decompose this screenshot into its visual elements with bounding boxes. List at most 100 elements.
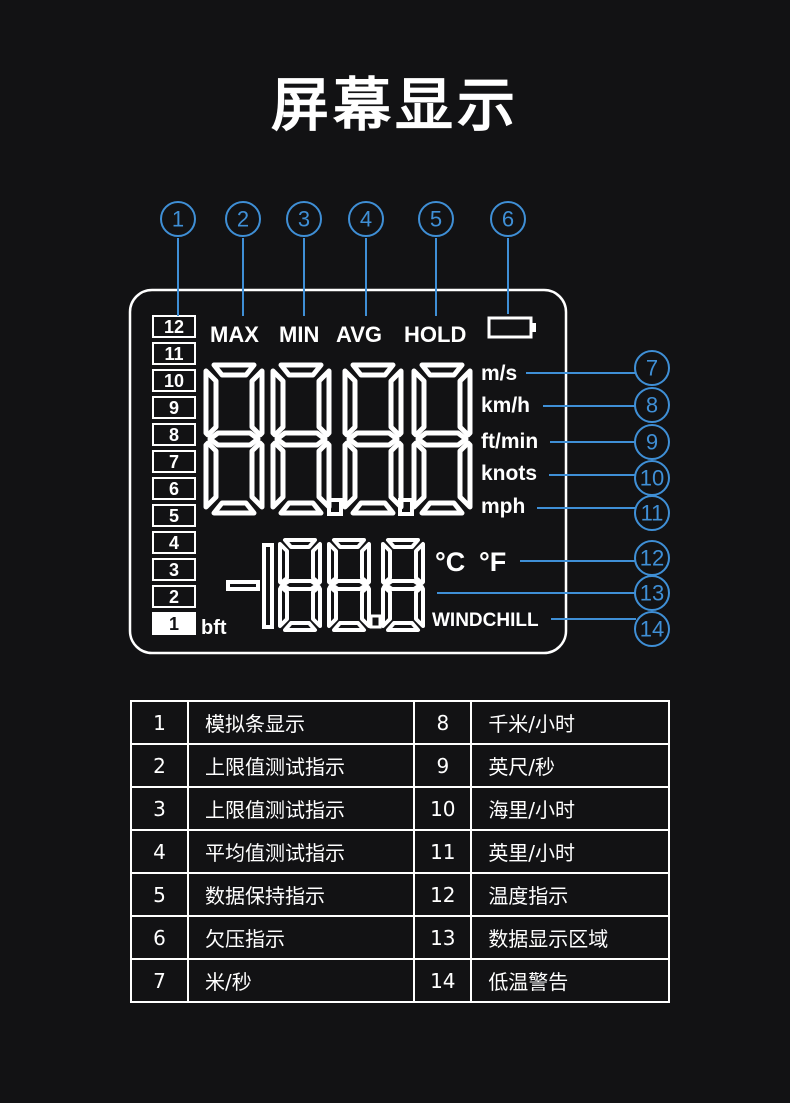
bar-level-box: [152, 450, 196, 473]
bar-level-box: [152, 315, 196, 338]
unit-fahrenheit: °F: [479, 547, 506, 577]
temperature-digits: [226, 538, 425, 632]
legend-description: 数据显示区域: [470, 915, 670, 960]
unit-celsius: °C: [435, 547, 465, 577]
legend-number: 2: [130, 743, 189, 788]
bar-level-box: [152, 585, 196, 608]
unit-knots: knots: [481, 462, 537, 485]
callout-number: 5: [430, 207, 442, 232]
bar-level-box: [152, 504, 196, 527]
legend-description: 千米/小时: [470, 700, 670, 745]
indicator-hold: HOLD: [404, 322, 466, 347]
bar-level-label: 11: [164, 344, 183, 364]
unit-ftmin: ft/min: [481, 430, 538, 453]
callout-number: 7: [646, 356, 658, 381]
callout-circle: [634, 387, 670, 423]
legend-number: 1: [130, 700, 189, 745]
page-title: 屏幕显示: [270, 71, 519, 139]
callout-circle: [418, 201, 454, 237]
bar-level-box: [152, 531, 196, 554]
legend-description: 英里/小时: [470, 829, 670, 874]
bar-unit: bft: [201, 617, 227, 639]
legend-number: 8: [413, 700, 473, 745]
bar-level-box: [152, 342, 196, 365]
lcd-frame: [128, 288, 568, 655]
main-digits: [206, 365, 470, 516]
callout-circle: [634, 611, 670, 647]
callout-circle: [348, 201, 384, 237]
legend-description: 上限值测试指示: [186, 743, 416, 788]
callout-number: 4: [360, 207, 372, 232]
bar-level-label: 2: [169, 587, 179, 607]
legend-description: 低温警告: [470, 958, 670, 1003]
bar-level-box: [152, 396, 196, 419]
legend-number: 4: [130, 829, 189, 874]
legend-number: 14: [413, 958, 473, 1003]
legend-description: 欠压指示: [186, 915, 416, 960]
bar-level-label: 4: [169, 533, 179, 553]
legend-description: 英尺/秒: [470, 743, 670, 788]
callout-number: 8: [646, 393, 658, 418]
legend-number: 7: [130, 958, 189, 1003]
legend-number: 9: [413, 743, 473, 788]
legend-number: 13: [413, 915, 473, 960]
callout-circle: [225, 201, 261, 237]
callout-number: 3: [298, 207, 310, 232]
callout-circle: [634, 424, 670, 460]
legend-description: 平均值测试指示: [186, 829, 416, 874]
callout-number: 10: [640, 466, 664, 491]
callout-number: 14: [640, 617, 664, 642]
indicator-avg: AVG: [336, 322, 382, 347]
unit-mph: mph: [481, 495, 525, 518]
bar-level-box: [152, 477, 196, 500]
callout-number: 9: [646, 430, 658, 455]
legend-description: 模拟条显示: [186, 700, 416, 745]
bar-level-label: 5: [169, 506, 179, 526]
battery-icon: [487, 316, 536, 339]
legend-number: 11: [413, 829, 473, 874]
bar-level-label: 6: [169, 479, 179, 499]
legend-number: 10: [413, 786, 473, 831]
bar-level-label: 10: [164, 371, 184, 391]
callout-number: 11: [641, 501, 664, 526]
legend-description: 上限值测试指示: [186, 786, 416, 831]
legend-description: 数据保持指示: [186, 872, 416, 917]
bar-level-box: [152, 369, 196, 392]
callout-number: 12: [640, 546, 664, 571]
callout-circle: [634, 350, 670, 386]
bar-level-label: 7: [169, 452, 179, 472]
callout-number: 6: [502, 207, 514, 232]
indicator-min: MIN: [279, 322, 319, 347]
legend-number: 3: [130, 786, 189, 831]
callout-circle: [634, 495, 670, 531]
callout-number: 13: [640, 581, 664, 606]
legend-number: 12: [413, 872, 473, 917]
callout-number: 1: [172, 207, 184, 232]
unit-kmh: km/h: [481, 394, 530, 417]
windchill-label: WINDCHILL: [432, 610, 539, 631]
legend-number: 6: [130, 915, 189, 960]
legend-number: 5: [130, 872, 189, 917]
callout-circle: [490, 201, 526, 237]
callout-circle: [634, 575, 670, 611]
bar-level-box: [152, 423, 196, 446]
bar-level-box: [152, 612, 196, 635]
callout-circle: [160, 201, 196, 237]
unit-ms: m/s: [481, 362, 517, 385]
bar-level-label: 3: [169, 560, 179, 580]
bar-level-label: 9: [169, 398, 179, 418]
bar-level-box: [152, 558, 196, 581]
callout-lines: [177, 238, 636, 620]
legend-description: 温度指示: [470, 872, 670, 917]
callout-number: 2: [237, 207, 249, 232]
bar-level-label: 12: [164, 317, 184, 337]
